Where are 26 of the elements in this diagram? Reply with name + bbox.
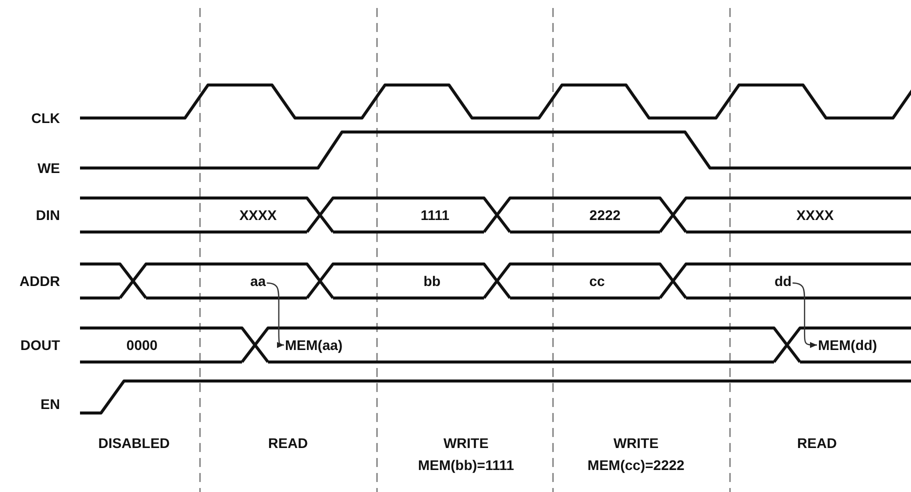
signal-name: EN xyxy=(40,396,60,412)
bus-value: aa xyxy=(250,273,266,289)
phase-label: MEM(bb)=1111 xyxy=(418,457,514,473)
bus-value: 0000 xyxy=(126,337,158,353)
signal-name: DIN xyxy=(36,207,60,223)
phase-label: WRITE xyxy=(613,435,659,451)
phase-label: MEM(cc)=2222 xyxy=(588,457,684,473)
phase-label: WRITE xyxy=(443,435,489,451)
bus-value: cc xyxy=(589,273,605,289)
phase-label: READ xyxy=(268,435,308,451)
signal-name: DOUT xyxy=(20,337,60,353)
bus-value: 2222 xyxy=(589,207,621,223)
bus-value: XXXX xyxy=(796,207,834,223)
bus-value: 1111 xyxy=(420,207,450,223)
bus-value: XXXX xyxy=(239,207,277,223)
leader-arrow xyxy=(266,282,284,348)
signal-name: ADDR xyxy=(20,273,60,289)
bus-value: MEM(aa) xyxy=(285,337,343,353)
signal-name: WE xyxy=(37,160,60,176)
bus-value: bb xyxy=(423,273,441,289)
signal-name: CLK xyxy=(31,110,60,126)
bus-value: dd xyxy=(774,273,792,289)
phase-label: DISABLED xyxy=(98,435,170,451)
bus-value: MEM(dd) xyxy=(818,337,878,353)
leader-arrow xyxy=(792,282,817,348)
phase-label: READ xyxy=(797,435,837,451)
